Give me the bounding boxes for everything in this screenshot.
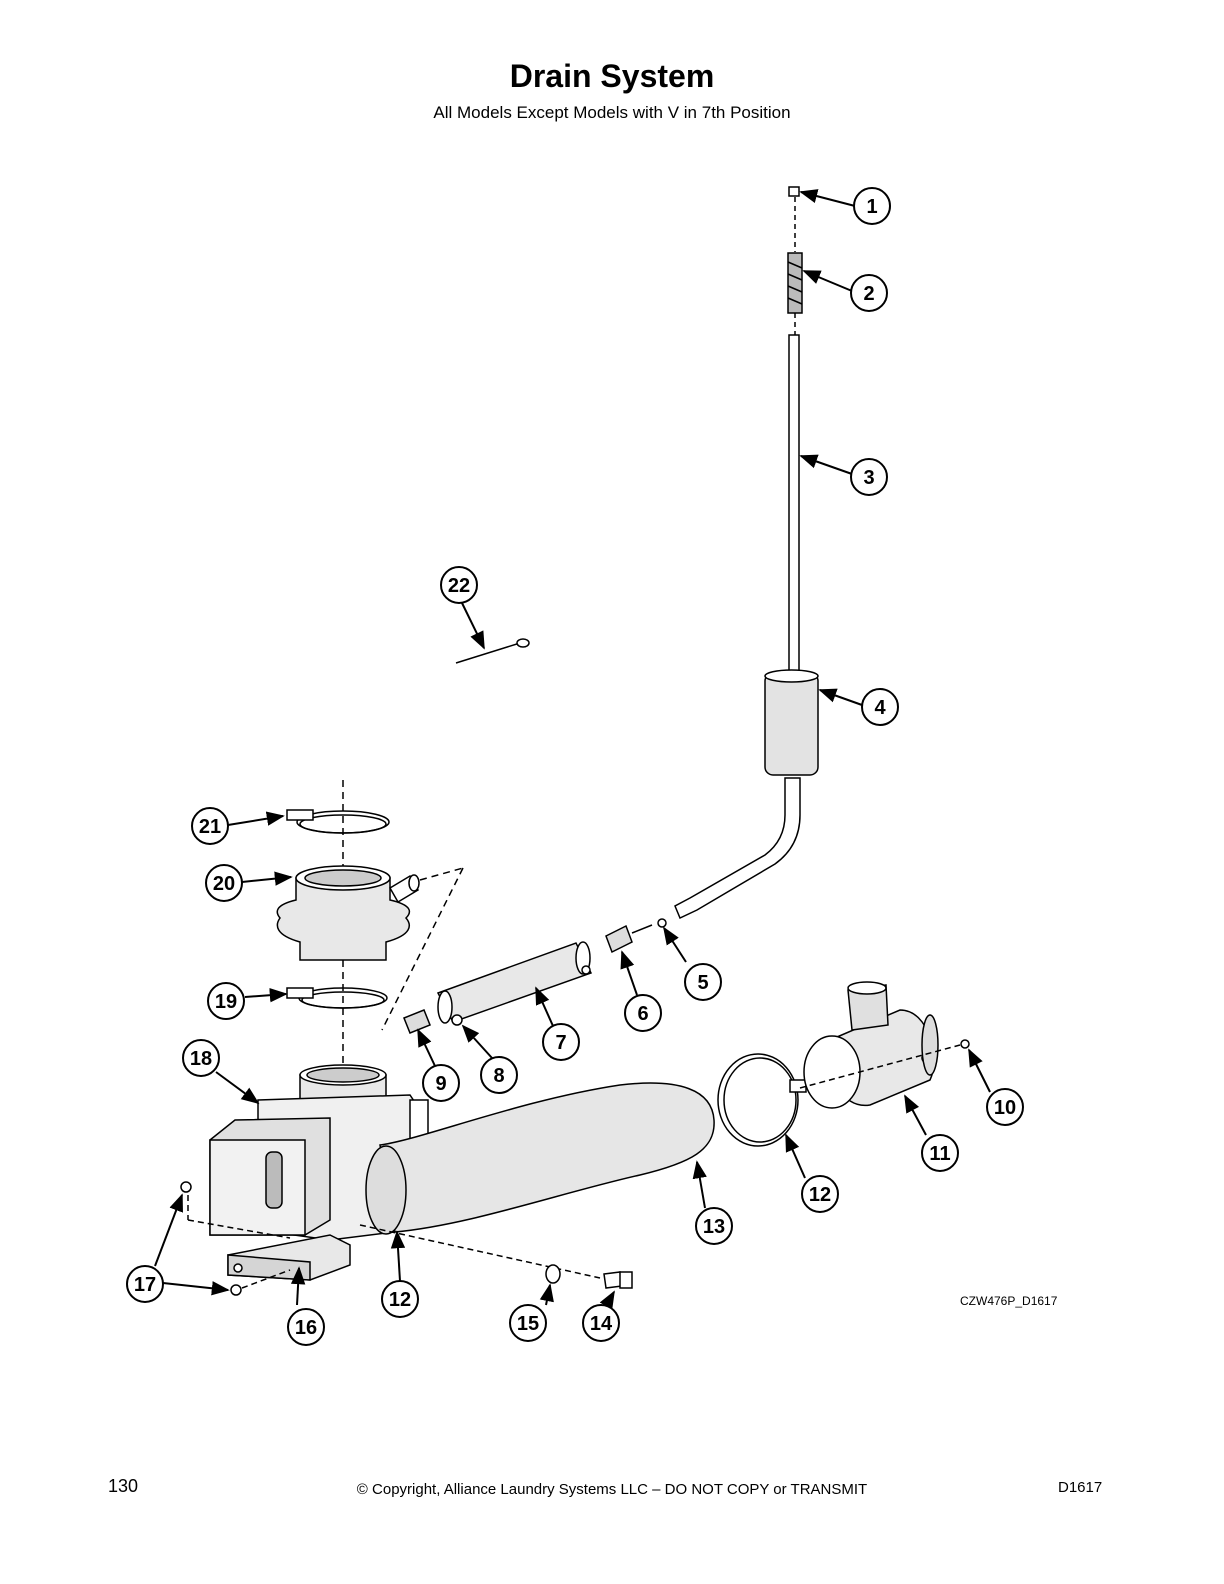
- callout-12-right: 12: [801, 1175, 839, 1213]
- callout-5-label: 5: [697, 972, 708, 994]
- callout-7-label: 7: [555, 1032, 566, 1054]
- callout-11: 11: [921, 1134, 959, 1172]
- callout-1-label: 1: [866, 196, 877, 218]
- callout-6-label: 6: [637, 1003, 648, 1025]
- part-clamp-19: [286, 987, 388, 1009]
- callout-12-right-label: 12: [809, 1184, 831, 1206]
- document-code: D1617: [1058, 1479, 1103, 1496]
- callout-17: 17: [126, 1265, 164, 1303]
- part-rod-3: [788, 334, 800, 676]
- callout-6: 6: [624, 994, 662, 1032]
- callout-13-label: 13: [703, 1216, 725, 1238]
- part-clip-5: [657, 918, 667, 928]
- part-hose-13: [365, 1082, 715, 1235]
- leader-lines: [154, 189, 991, 1310]
- callout-16: 16: [287, 1308, 325, 1346]
- callout-3: 3: [850, 458, 888, 496]
- callout-14-label: 14: [590, 1313, 613, 1335]
- callout-11-label: 11: [929, 1143, 950, 1165]
- callout-9-label: 9: [435, 1073, 446, 1095]
- part-cap-1: [788, 186, 800, 197]
- callout-12-left: 12: [381, 1280, 419, 1318]
- callout-21-label: 21: [199, 816, 221, 838]
- callout-7: 7: [542, 1023, 580, 1061]
- part-weight-4: [764, 669, 819, 776]
- callout-5: 5: [684, 963, 722, 1001]
- part-bushing-6: [605, 924, 653, 954]
- part-screw-8: [451, 1014, 463, 1026]
- callout-15-label: 15: [517, 1313, 539, 1335]
- callout-20: 20: [205, 864, 243, 902]
- part-pin-22: [455, 638, 530, 664]
- callout-3-label: 3: [863, 467, 874, 489]
- callout-19: 19: [207, 982, 245, 1020]
- callout-18-label: 18: [190, 1048, 212, 1070]
- callout-12-left-label: 12: [389, 1289, 411, 1311]
- callout-15: 15: [509, 1304, 547, 1342]
- part-cylinder-7: [436, 941, 593, 1024]
- callout-14: 14: [582, 1304, 620, 1342]
- callout-10-label: 10: [994, 1097, 1016, 1119]
- callout-4-label: 4: [874, 697, 886, 719]
- callout-16-label: 16: [295, 1317, 317, 1339]
- callout-1: 1: [853, 187, 891, 225]
- page-subtitle: All Models Except Models with V in 7th P…: [433, 103, 791, 122]
- part-clamp-12-right: [717, 1053, 807, 1147]
- page-number: 130: [108, 1476, 139, 1496]
- part-bushing-9: [403, 1009, 431, 1034]
- callout-2: 2: [850, 274, 888, 312]
- callout-4: 4: [861, 688, 899, 726]
- callout-22: 22: [440, 566, 478, 604]
- callout-18: 18: [182, 1039, 220, 1077]
- part-screw-17: [180, 1181, 242, 1296]
- callout-21: 21: [191, 807, 229, 845]
- callout-17-label: 17: [134, 1274, 156, 1296]
- part-tee-11: [803, 981, 939, 1109]
- page-title: Drain System: [509, 58, 715, 94]
- copyright-notice: © Copyright, Alliance Laundry Systems LL…: [356, 1481, 868, 1498]
- callout-10: 10: [986, 1088, 1024, 1126]
- callout-2-label: 2: [863, 283, 874, 305]
- part-spring-2: [787, 252, 803, 314]
- callout-19-label: 19: [215, 991, 237, 1013]
- callout-22-label: 22: [448, 575, 470, 597]
- callout-8: 8: [480, 1056, 518, 1094]
- part-screw-10: [960, 1039, 970, 1049]
- part-bellows-20: [276, 865, 420, 961]
- part-clamp-21: [286, 809, 390, 834]
- part-washer-15: [545, 1264, 561, 1284]
- part-bolt-14: [603, 1271, 633, 1289]
- callout-9: 9: [422, 1064, 460, 1102]
- callout-13: 13: [695, 1207, 733, 1245]
- part-bracket-16: [227, 1234, 351, 1281]
- callout-20-label: 20: [213, 873, 235, 895]
- callout-8-label: 8: [493, 1065, 504, 1087]
- drawing-reference-code: CZW476P_D1617: [960, 1294, 1058, 1308]
